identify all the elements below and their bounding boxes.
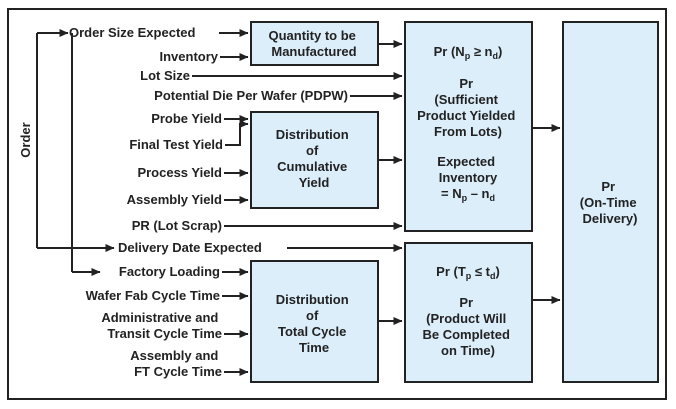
admin-transit-label: Administrative and Transit Cycle Time	[101, 310, 222, 341]
pdpw-label: Potential Die Per Wafer (PDPW)	[154, 88, 348, 103]
on-time-delivery-box	[562, 21, 659, 383]
yield-description: Pr (Sufficient Product Yielded From Lots…	[417, 76, 519, 139]
factory-loading-label: Factory Loading	[119, 264, 220, 279]
yield-probability-box	[404, 21, 533, 232]
inventory-label: Inventory	[159, 49, 218, 64]
lot-scrap-label: PR (Lot Scrap)	[132, 218, 222, 233]
total-cycle-box	[250, 260, 379, 383]
time-description: Pr (Product Will Be Completed on Time)	[422, 295, 513, 358]
inventory-equation: = Np – nd	[441, 186, 495, 203]
total-cycle-box-text: Distribution of Total Cycle Time	[276, 292, 353, 355]
time-probability-box	[404, 242, 533, 383]
yield-equation: Pr (Np ≥ nd)	[434, 44, 503, 61]
assembly-ft-label: Assembly and FT Cycle Time	[130, 348, 222, 379]
time-equation: Pr (Tp ≤ td)	[436, 264, 500, 281]
on-time-delivery-text: Pr (On-Time Delivery)	[580, 179, 640, 226]
final-test-yield-label: Final Test Yield	[129, 137, 223, 152]
wafer-fab-label: Wafer Fab Cycle Time	[86, 288, 220, 303]
order-size-label: Order Size Expected	[69, 25, 195, 40]
final-test-yield-arrow	[225, 120, 249, 146]
probe-yield-label: Probe Yield	[151, 111, 222, 126]
order-label: Order	[18, 122, 33, 157]
lot-size-label: Lot Size	[140, 68, 190, 83]
cumulative-yield-box-text: Distribution of Cumulative Yield	[276, 127, 353, 190]
expected-inventory-text: Expected Inventory	[437, 154, 498, 185]
process-yield-label: Process Yield	[137, 165, 222, 180]
assembly-yield-label: Assembly Yield	[127, 192, 222, 207]
cumulative-yield-box	[250, 111, 379, 209]
quantity-box-text: Quantity to be Manufactured	[268, 28, 359, 59]
delivery-date-label: Delivery Date Expected	[118, 240, 262, 255]
